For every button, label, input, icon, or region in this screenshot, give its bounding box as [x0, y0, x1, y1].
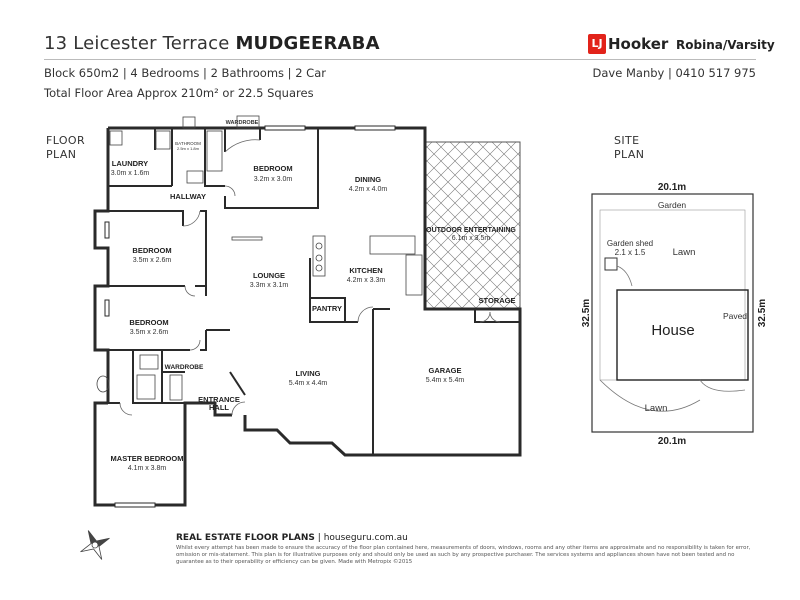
room-laundry-dims: 3.0m x 1.6m: [111, 170, 150, 177]
kitchen-sink: [405, 254, 423, 296]
room-garage-name: GARAGE: [429, 366, 462, 375]
room-lounge-dims: 3.3m x 3.1m: [250, 282, 289, 289]
room-outdoor-dims: 6.1m x 3.5m: [452, 235, 491, 242]
kitchen-cooktop: [312, 235, 326, 277]
room-outdoor-name: OUTDOOR ENTERTAINING: [426, 227, 516, 234]
site-lawn-bottom-label: Lawn: [645, 403, 668, 414]
room-bathroom-dims: 2.5m x 1.8m: [177, 146, 200, 151]
compass-icon: [80, 530, 110, 560]
fixtures: [96, 115, 423, 401]
cooktop-burner: [315, 254, 323, 262]
footer-disclaimer: Whilst every attempt has been made to en…: [176, 545, 751, 565]
site-depth-left: 32.5m: [581, 299, 592, 327]
floor-plan-heading: FLOOR PLAN: [46, 134, 85, 162]
room-kitchen-dims: 4.2m x 3.3m: [347, 277, 386, 284]
site-plan-heading-line1: SITE: [614, 134, 640, 147]
room-storage-name: STORAGE: [479, 296, 516, 305]
room-entrance-line1: ENTRANCE: [198, 395, 240, 404]
site-plan-heading: SITE PLAN: [614, 134, 644, 162]
site-setback: [599, 209, 746, 381]
property-address: 13 Leicester Terrace: [44, 33, 230, 54]
site-lawn-top-label: Lawn: [673, 247, 696, 258]
room-master-dims: 4.1m x 3.8m: [128, 465, 167, 472]
garden-path: [616, 265, 633, 287]
room-bedroom-2-dims: 3.5m x 2.6m: [133, 257, 172, 264]
agency-logo: LJ Hooker: [588, 34, 668, 54]
room-kitchen-name: KITCHEN: [349, 266, 382, 275]
room-dining-name: DINING: [355, 175, 381, 184]
site-depth-right: 32.5m: [757, 299, 768, 327]
room-living-name: LIVING: [295, 369, 320, 378]
room-lounge-name: LOUNGE: [253, 271, 285, 280]
room-master-name: MASTER BEDROOM: [111, 454, 184, 463]
site-width-bottom: 20.1m: [658, 436, 686, 447]
room-hallway-name: HALLWAY: [170, 192, 206, 201]
interior-walls: [108, 128, 520, 455]
laundry-tub: [109, 130, 123, 146]
ensuite-vanity: [139, 354, 159, 370]
lounge-rail: [231, 236, 263, 241]
room-living-dims: 5.4m x 4.4m: [289, 380, 328, 387]
room-bedroom-2-name: BEDROOM: [132, 246, 171, 255]
room-bedroom-3-dims: 3.5m x 2.6m: [130, 329, 169, 336]
agency-logo-mark: LJ: [588, 34, 606, 54]
header-divider: [44, 59, 756, 60]
footer-brand-site: | houseguru.com.au: [317, 533, 408, 543]
room-wardrobe-master-name: WARDROBE: [165, 364, 204, 371]
outdoor-deck-area: [424, 141, 521, 310]
site-shed-name: Garden shed: [607, 239, 653, 248]
agent-contact: Dave Manby | 0410 517 975: [592, 66, 756, 80]
site-boundary: [591, 193, 754, 433]
footer-brand: REAL ESTATE FLOOR PLANS | houseguru.com.…: [176, 533, 408, 543]
room-garage-dims: 5.4m x 5.4m: [426, 377, 465, 384]
room-laundry-name: LAUNDRY: [112, 159, 148, 168]
site-paved-label: Paved: [723, 311, 747, 321]
room-bathroom-name: BATHROOM: [175, 141, 201, 146]
windows: [104, 125, 396, 508]
floor-area: Total Floor Area Approx 210m² or 22.5 Sq…: [44, 86, 314, 100]
site-plan-drawing: 20.1m 20.1m 32.5m 32.5m Garden Garden sh…: [581, 182, 768, 447]
bathroom-toilet: [182, 116, 196, 129]
site-shed-dims: 2.1 x 1.5: [615, 248, 646, 257]
site-garden-label: Garden: [658, 200, 687, 210]
agency-office: Robina/Varsity: [676, 38, 775, 52]
room-pantry-name: PANTRY: [312, 304, 342, 313]
property-title: 13 Leicester Terrace MUDGEERABA: [44, 33, 380, 54]
room-bedroom-3-name: BEDROOM: [129, 318, 168, 327]
room-labels: LAUNDRY 3.0m x 1.6m BATHROOM 2.5m x 1.8m…: [111, 120, 517, 472]
door-swings: [119, 139, 501, 416]
site-driveway-curve: [599, 379, 701, 412]
room-bedroom-top-name: BEDROOM: [253, 164, 292, 173]
floor-plan-heading-line2: PLAN: [46, 148, 77, 161]
laundry-machine: [155, 130, 171, 150]
site-paving-curve: [699, 379, 746, 392]
agency-logo-text: Hooker: [608, 35, 669, 53]
master-wardrobe: [169, 374, 183, 401]
kitchen-bench: [369, 235, 416, 255]
footer-brand-name: REAL ESTATE FLOOR PLANS: [176, 533, 315, 543]
cooktop-burner: [315, 242, 323, 250]
property-suburb: MUDGEERABA: [235, 33, 380, 54]
bathroom-vanity: [186, 170, 204, 184]
site-width-top: 20.1m: [658, 182, 686, 193]
ensuite-shower: [136, 374, 156, 400]
site-plan-heading-line2: PLAN: [614, 148, 645, 161]
room-bedroom-top-dims: 3.2m x 3.0m: [254, 176, 293, 183]
property-specs: Block 650m2 | 4 Bedrooms | 2 Bathrooms |…: [44, 66, 326, 80]
bathroom-bath: [206, 130, 223, 172]
site-house-outline: [616, 289, 749, 381]
cooktop-burner: [315, 264, 323, 272]
ensuite-toilet: [96, 375, 110, 393]
room-entrance-line2: HALL: [209, 403, 229, 412]
room-wardrobe-top-name: WARDROBE: [226, 120, 259, 126]
room-dining-dims: 4.2m x 4.0m: [349, 186, 388, 193]
site-house-label: House: [651, 322, 694, 339]
wardrobe-top: [236, 115, 260, 129]
garden-shed-outline: [604, 257, 618, 271]
floor-plan-heading-line1: FLOOR: [46, 134, 86, 147]
